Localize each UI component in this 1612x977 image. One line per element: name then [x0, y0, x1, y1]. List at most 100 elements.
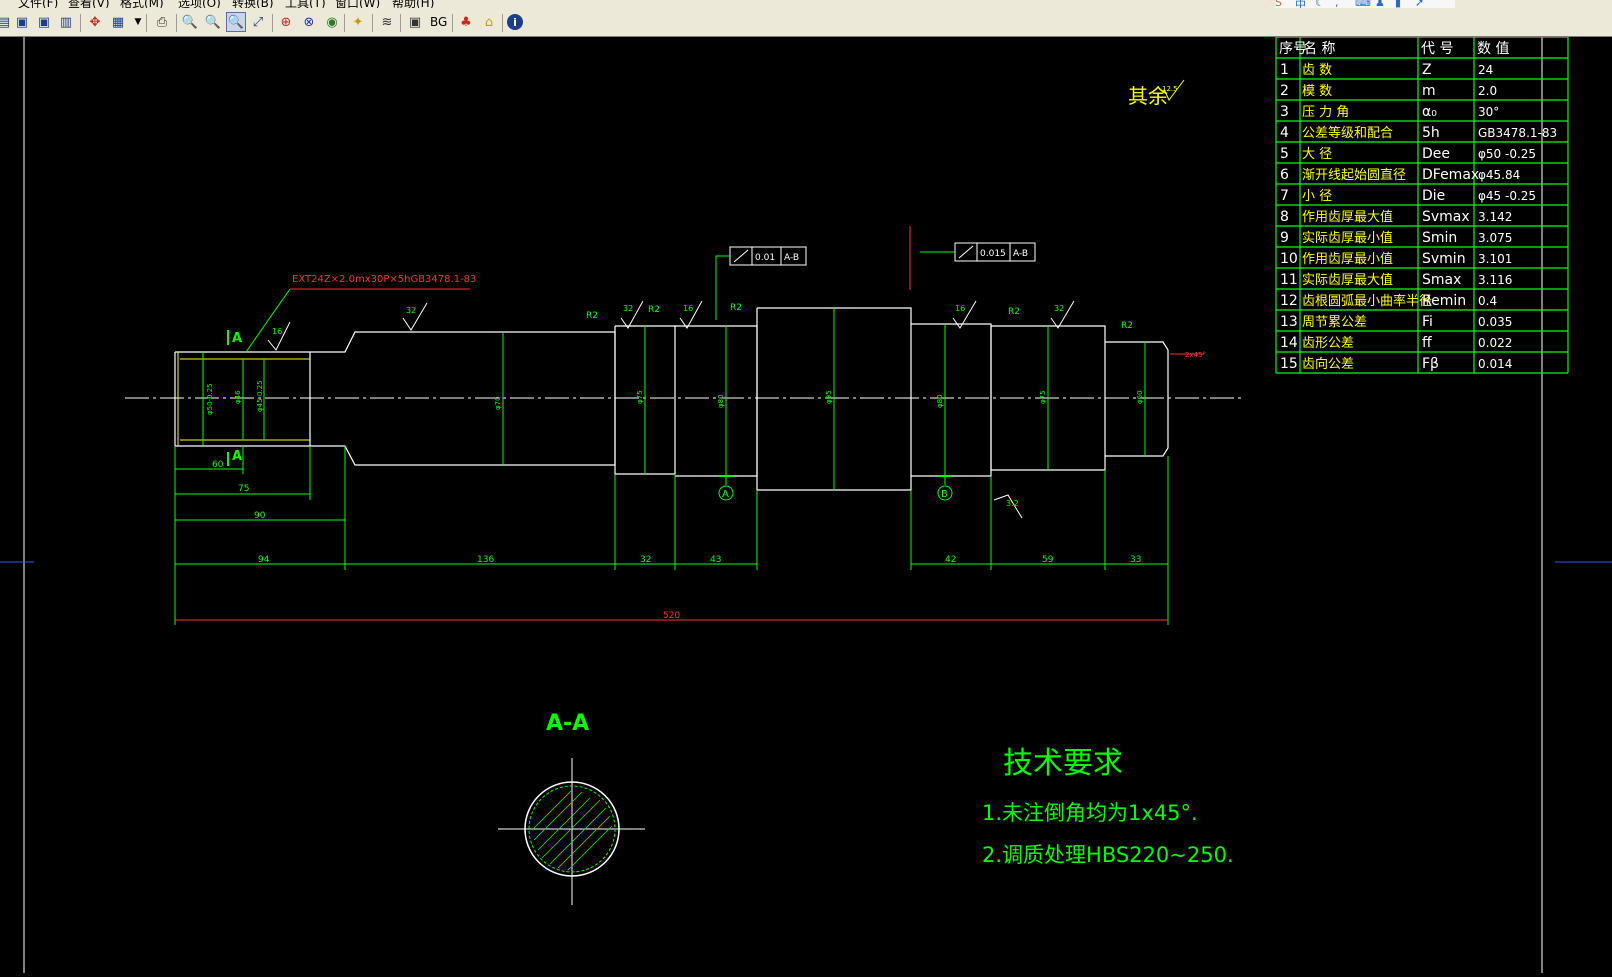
tray-area: S 中 ☾ , ⌨ ♟ ▮ ➚	[1275, 0, 1455, 8]
menu-view[interactable]: 查看(V)	[68, 0, 110, 9]
table-cell-name: 实际齿厚最小值	[1302, 230, 1393, 246]
thread-callout: EXT24Z×2.0mx30P×5hGB3478.1-83	[292, 274, 476, 285]
table-cell-index: 8	[1280, 209, 1289, 225]
datum-a: A	[718, 475, 734, 501]
export-icon[interactable]: ▥	[59, 14, 73, 30]
table-cell-symbol: Smax	[1422, 272, 1461, 288]
punct-icon[interactable]: ,	[1335, 0, 1339, 8]
diameter-label: φ75	[1039, 390, 1047, 404]
menu-format[interactable]: 格式(M)	[120, 0, 164, 9]
screen-icon[interactable]: ▣	[408, 14, 422, 30]
table-cell-symbol: Fi	[1422, 314, 1433, 330]
menu-window[interactable]: 窗口(W)	[335, 0, 381, 9]
svg-text:B: B	[941, 489, 948, 500]
table-cell-name: 作用齿厚最小值	[1302, 251, 1393, 267]
dim-33: 33	[1130, 555, 1141, 565]
table-cell-value: φ45.84	[1478, 168, 1520, 182]
diameter-label: φ95	[825, 390, 833, 404]
tolerance-frame-2: 0.015 A-B	[909, 226, 1036, 290]
info-icon[interactable]: i	[507, 14, 523, 30]
layers-icon[interactable]: ≋	[381, 14, 393, 30]
table-cell-name: 压 力 角	[1302, 105, 1349, 120]
print-icon[interactable]: ⎙	[156, 14, 168, 30]
table-cell-index: 13	[1280, 314, 1298, 330]
table-cell-value: 0.022	[1478, 336, 1512, 350]
svg-text:16: 16	[955, 304, 965, 313]
skin-icon[interactable]: ♟	[1375, 0, 1385, 8]
svg-text:3.2: 3.2	[1006, 499, 1019, 508]
layer-icon[interactable]: ▦	[111, 14, 125, 30]
toolbox-icon[interactable]: ▮	[1395, 0, 1402, 8]
dim-75: 75	[238, 484, 249, 494]
table-cell-symbol: 5h	[1422, 125, 1440, 141]
tech-title: 技术要求	[1003, 746, 1123, 781]
table-cell-name: 公差等级和配合	[1302, 125, 1393, 141]
dim-136: 136	[477, 555, 494, 565]
dropdown-icon[interactable]: ▼	[134, 17, 142, 27]
table-cell-value: φ45 -0.25	[1478, 189, 1536, 203]
table-cell-name: 齿向公差	[1302, 356, 1354, 372]
table-cell-symbol: Smin	[1422, 230, 1457, 246]
diameter-label: φ80	[717, 394, 725, 408]
home-icon[interactable]: ⌂	[484, 14, 494, 30]
section-title: A-A	[546, 711, 589, 736]
magic-icon[interactable]: ✦	[352, 14, 364, 30]
table-cell-value: φ50 -0.25	[1478, 147, 1536, 161]
keyboard-icon[interactable]: ⌨	[1355, 0, 1371, 8]
table-cell-index: 6	[1280, 167, 1289, 183]
table-cell-index: 4	[1280, 125, 1289, 141]
pan-icon[interactable]: ✥	[89, 14, 101, 30]
menu-tools[interactable]: 工具(T)	[285, 0, 326, 9]
arrow-icon[interactable]: ➚	[1415, 0, 1425, 8]
table-cell-symbol: Z	[1422, 62, 1432, 78]
table-cell-symbol: Remin	[1422, 293, 1466, 309]
svg-text:R2: R2	[1121, 321, 1133, 331]
zoom-window-icon[interactable]: 🔍	[226, 12, 246, 32]
menu-options[interactable]: 选项(O)	[178, 0, 221, 9]
zoom-in-icon[interactable]: 🔍	[204, 14, 222, 30]
open-icon[interactable]: ▤	[0, 14, 11, 30]
table-cell-value: 0.4	[1478, 294, 1497, 308]
table-cell-value: 3.101	[1478, 252, 1512, 266]
zoom-previous-icon[interactable]: ⊗	[303, 14, 315, 30]
table-cell-value: 3.116	[1478, 273, 1512, 287]
drawing-canvas[interactable]: 其余 12.5 EXT24Z×2.0mx30P×5hGB3478.1-83 A …	[0, 36, 1612, 973]
table-cell-symbol: Svmax	[1422, 209, 1470, 225]
dim-59: 59	[1042, 555, 1054, 565]
table-cell-symbol: m	[1422, 83, 1436, 99]
table-header-cell: 名 称	[1303, 41, 1335, 57]
svg-text:R2: R2	[648, 305, 660, 315]
moon-icon[interactable]: ☾	[1315, 0, 1325, 8]
table-cell-value: 0.035	[1478, 315, 1512, 329]
table-cell-symbol: α₀	[1422, 104, 1437, 120]
diameter-label: φ45-0.25	[256, 380, 264, 412]
diameter-label: φ50-0.25	[206, 383, 214, 415]
shaft-outline	[174, 307, 1169, 491]
bg-icon[interactable]: BG	[430, 15, 448, 29]
zoom-out-icon[interactable]: 🔍	[181, 14, 199, 30]
dim-total: 520	[663, 611, 680, 621]
table-cell-index: 15	[1280, 356, 1298, 372]
table-cell-index: 11	[1280, 272, 1298, 288]
zoom-extent-icon[interactable]: ⊕	[280, 14, 292, 30]
save-as-icon[interactable]: ▣	[37, 14, 51, 30]
zoom-realtime-icon[interactable]: ⤢	[252, 14, 264, 30]
s-logo-icon[interactable]: S	[1275, 0, 1282, 8]
pinyin-icon[interactable]: 中	[1295, 0, 1306, 8]
color-icon[interactable]: ♣	[460, 14, 472, 30]
menu-convert[interactable]: 转换(B)	[232, 0, 274, 9]
table-cell-index: 2	[1280, 83, 1289, 99]
table-cell-symbol: DFemax	[1422, 167, 1479, 183]
table-cell-value: 3.142	[1478, 210, 1512, 224]
chamfer-label: 2x45°	[1185, 351, 1206, 359]
menu-file[interactable]: 文件(F)	[18, 0, 59, 9]
table-cell-index: 7	[1280, 188, 1289, 204]
diameter-label: φ46	[234, 390, 242, 404]
table-cell-value: 0.014	[1478, 357, 1512, 371]
table-cell-name: 齿形公差	[1302, 336, 1354, 351]
menu-help[interactable]: 帮助(H)	[392, 0, 435, 9]
save-icon[interactable]: ▣	[15, 14, 29, 30]
eye-icon[interactable]: ◉	[326, 14, 338, 30]
diameter-label: φ75	[636, 390, 644, 404]
section-view	[498, 758, 645, 905]
